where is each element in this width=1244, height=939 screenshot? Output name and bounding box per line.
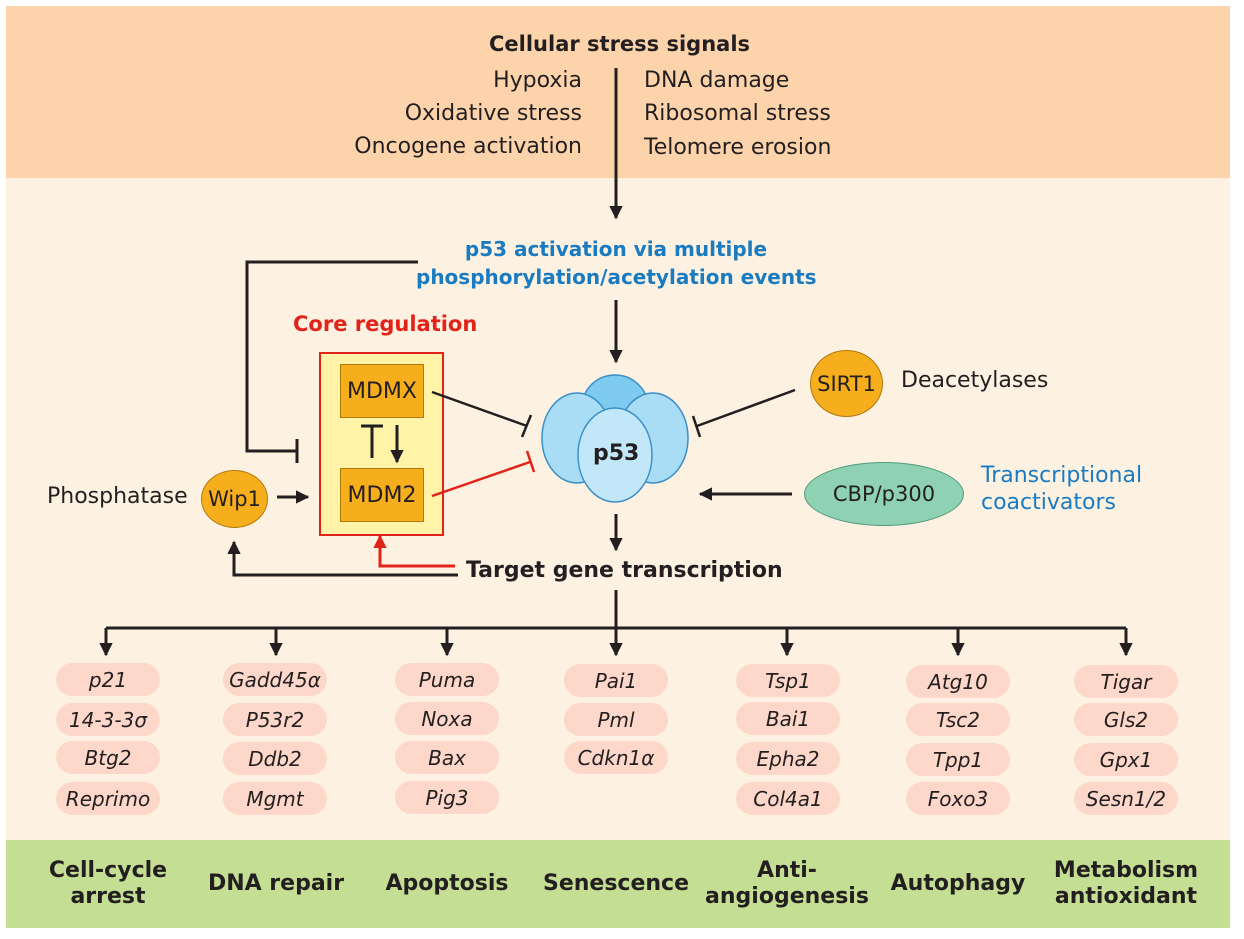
feedback-to-mdm2-arrow xyxy=(373,534,455,568)
gene-tigar: Tigar xyxy=(1074,665,1178,698)
mdmx-inhibit-line xyxy=(431,390,528,428)
mdm2-inhibit-line xyxy=(431,460,531,498)
gene-p53r2: P53r2 xyxy=(223,703,327,736)
outcome-anti-angiogenesis: Anti-angiogenesis xyxy=(705,858,869,909)
outcome-senescence: Senescence xyxy=(542,871,690,896)
gene-pai1: Pai1 xyxy=(564,664,668,697)
activation-line-2: phosphorylation/acetylation events xyxy=(416,265,817,289)
stress-signals-title: Cellular stress signals xyxy=(489,32,751,56)
gene-pig3: Pig3 xyxy=(395,781,499,814)
stimulus-oxidative-stress: Oxidative stress xyxy=(404,101,582,126)
sirt1-inhibit-line xyxy=(696,388,796,428)
gene-noxa: Noxa xyxy=(395,702,499,735)
activation-inhibit-line xyxy=(245,260,418,453)
gene-foxo3: Foxo3 xyxy=(906,782,1010,815)
gene-atg10: Atg10 xyxy=(906,665,1010,698)
gene-sesn1-2: Sesn1/2 xyxy=(1074,782,1178,815)
deacetylases-label: Deacetylases xyxy=(901,368,1049,393)
gene-cdkn1a: Cdkn1α xyxy=(564,741,668,774)
outcome-dna-repair: DNA repair xyxy=(207,871,345,896)
target-gene-transcription-label: Target gene transcription xyxy=(466,558,783,583)
feedback-to-wip1-arrow xyxy=(227,540,458,577)
gene-reprimo: Reprimo xyxy=(56,782,160,815)
coactivators-label-1: Transcriptional xyxy=(981,463,1143,488)
stimulus-hypoxia: Hypoxia xyxy=(493,68,582,93)
gene-14-3-3-sigma: 14-3-3σ xyxy=(56,703,160,736)
gene-epha2: Epha2 xyxy=(736,742,840,775)
activation-line-1: p53 activation via multiple xyxy=(464,237,768,261)
mdm2-inhibit-bar xyxy=(525,450,536,473)
gene-ddb2: Ddb2 xyxy=(223,742,327,775)
gene-bai1: Bai1 xyxy=(736,702,840,735)
cbp-p300-node: CBP/p300 xyxy=(804,462,964,526)
wip1-node: Wip1 xyxy=(201,470,268,528)
outcome-apoptosis: Apoptosis xyxy=(385,871,509,896)
stimulus-dna-damage: DNA damage xyxy=(644,68,790,93)
gene-gpx1: Gpx1 xyxy=(1074,743,1178,776)
coactivators-label-2: coactivators xyxy=(981,490,1116,515)
stimulus-oncogene-activation: Oncogene activation xyxy=(354,134,582,159)
core-regulation-title: Core regulation xyxy=(293,312,478,336)
gene-col4a1: Col4a1 xyxy=(736,782,840,815)
stimulus-telomere-erosion: Telomere erosion xyxy=(644,135,832,160)
gene-gls2: Gls2 xyxy=(1074,703,1178,736)
stress-signals-band xyxy=(6,6,1230,178)
gene-pml: Pml xyxy=(564,703,668,736)
gene-gadd45a: Gadd45α xyxy=(223,663,327,696)
gene-btg2: Btg2 xyxy=(56,741,160,774)
gene-bax: Bax xyxy=(395,741,499,774)
mdmx-box: MDMX xyxy=(340,364,424,418)
gene-p21: p21 xyxy=(56,663,160,696)
gene-tsp1: Tsp1 xyxy=(736,664,840,697)
phosphatase-label: Phosphatase xyxy=(47,484,188,509)
gene-tsc2: Tsc2 xyxy=(906,703,1010,736)
outcome-autophagy: Autophagy xyxy=(890,871,1026,896)
gene-mgmt: Mgmt xyxy=(223,782,327,815)
gene-tpp1: Tpp1 xyxy=(906,743,1010,776)
p53-label: p53 xyxy=(593,441,640,466)
mdm2-box: MDM2 xyxy=(340,468,424,522)
outcomes-band xyxy=(6,840,1230,928)
gene-puma: Puma xyxy=(395,663,499,696)
stimulus-ribosomal-stress: Ribosomal stress xyxy=(644,101,831,126)
mdmx-inhibit-bar xyxy=(520,414,533,438)
p53-tetramer-icon xyxy=(541,374,689,503)
sirt1-inhibit-bar xyxy=(691,415,702,438)
sirt1-node: SIRT1 xyxy=(810,350,883,417)
